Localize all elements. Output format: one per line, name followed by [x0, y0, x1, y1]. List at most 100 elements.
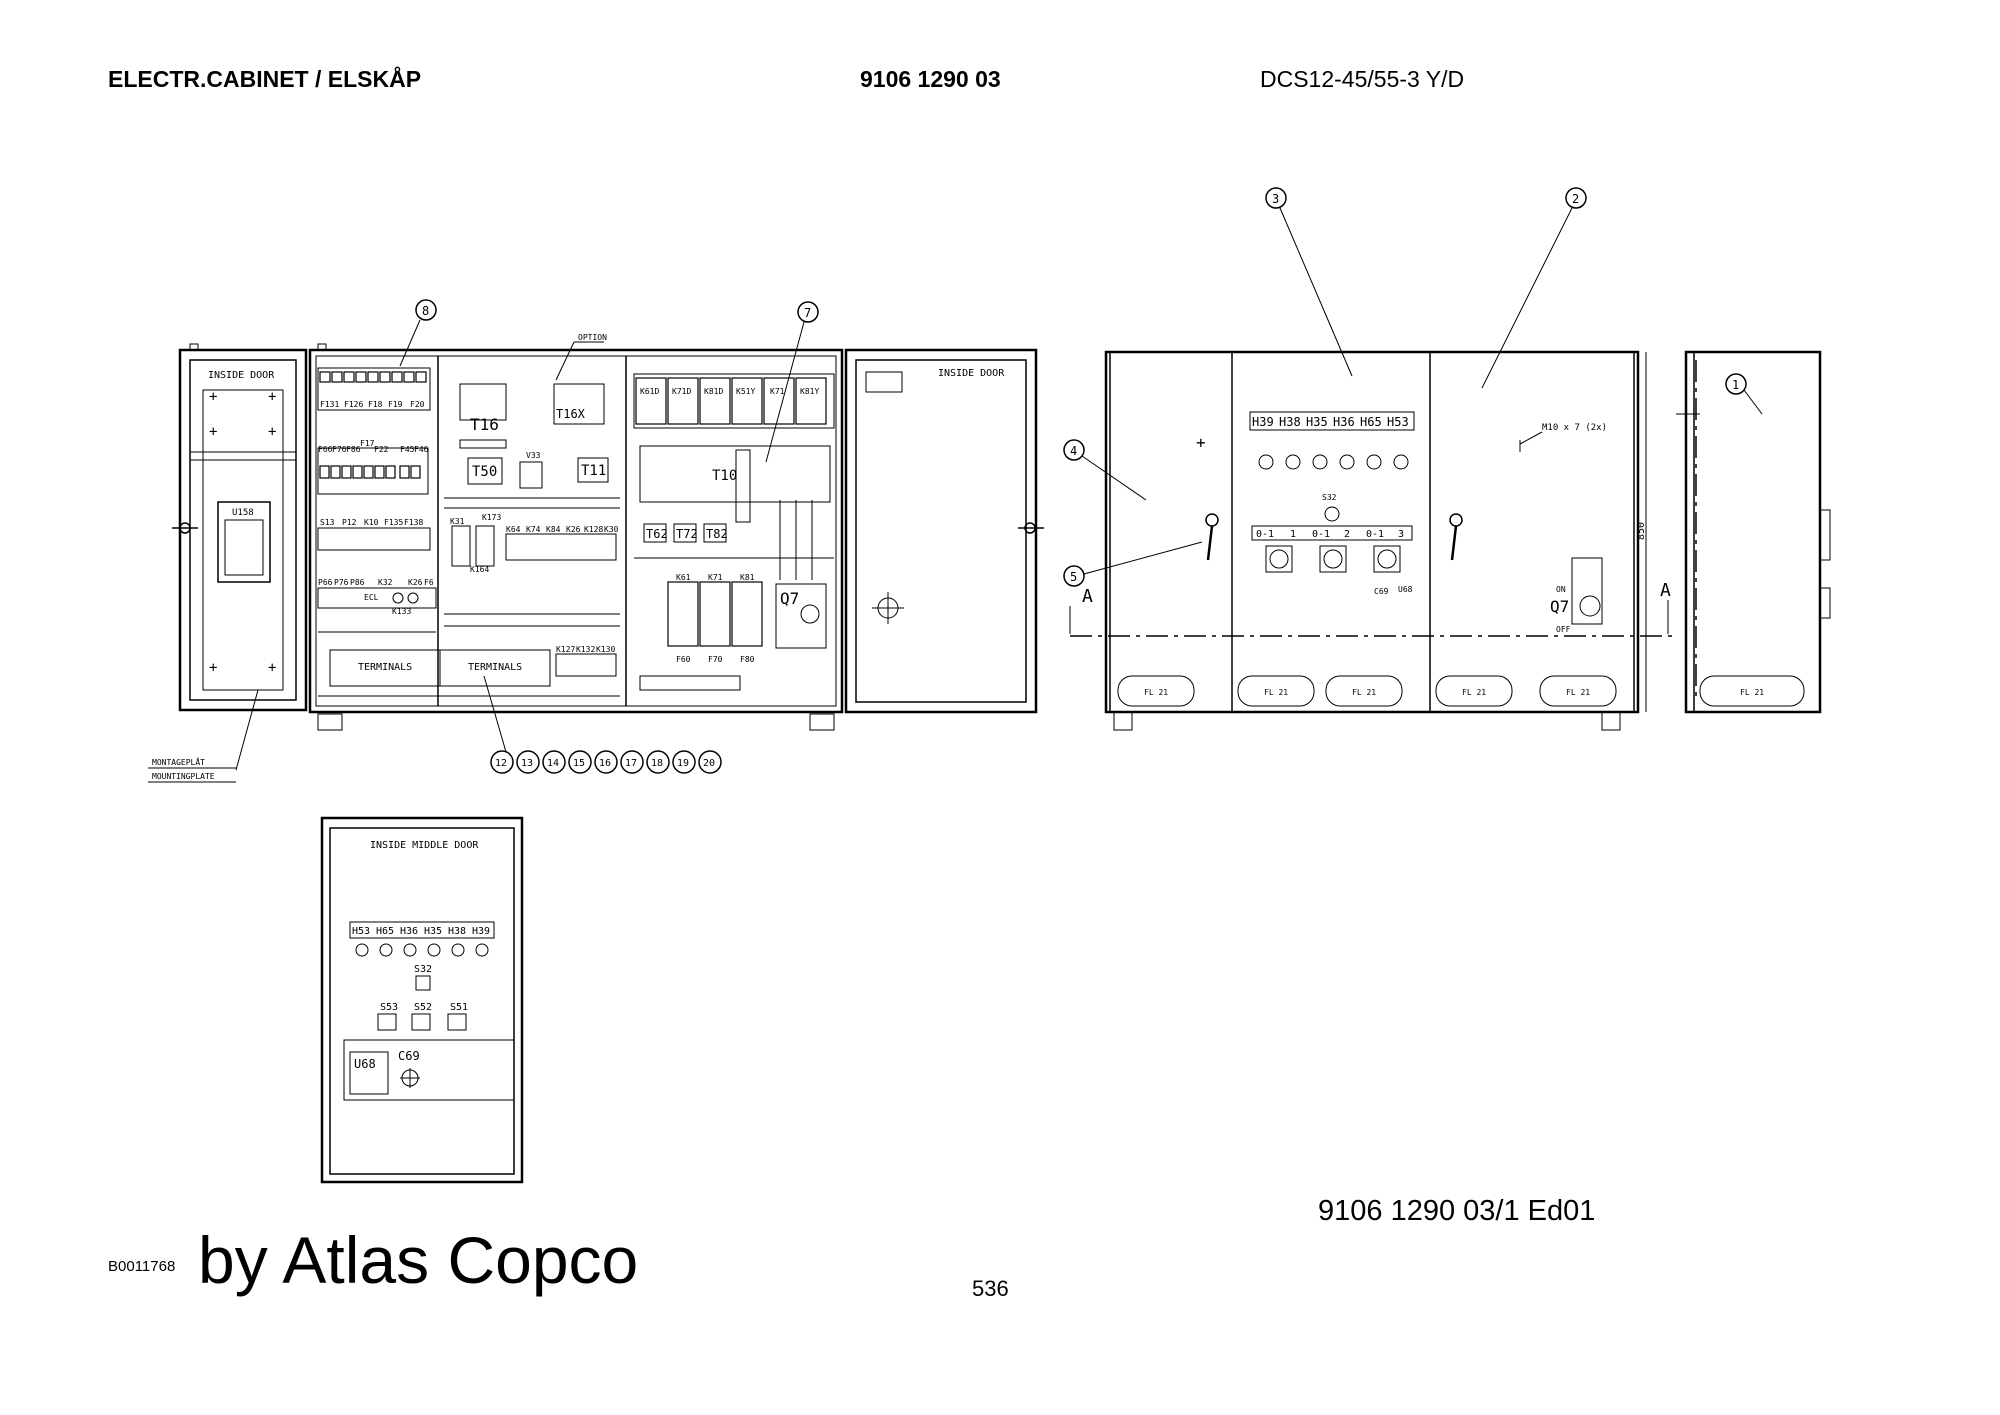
- fl21-3: FL 21: [1352, 688, 1376, 697]
- brand-text: by Atlas Copco: [198, 1223, 639, 1297]
- terminals-label-1: TERMINALS: [358, 662, 412, 673]
- option-label: OPTION: [578, 333, 607, 342]
- mid-u68: U68: [354, 1057, 376, 1071]
- mid-button-2: S51: [450, 1002, 468, 1013]
- label-t82: T82: [706, 527, 728, 541]
- callout-13: 13: [521, 758, 533, 769]
- row4-0: P66: [318, 578, 333, 587]
- row3-3: F135: [384, 518, 403, 527]
- mid-button-1: S52: [414, 1002, 432, 1013]
- row3-0: S13: [320, 518, 335, 527]
- sheet-number: 9106 1290 03/1 Ed01: [1318, 1195, 1596, 1227]
- mid-lamp-1: H65: [376, 926, 394, 937]
- row4-1: P76: [334, 578, 349, 587]
- callout-1: 1: [1732, 378, 1739, 392]
- inside-middle-door-label: INSIDE MIDDLE DOOR: [370, 840, 479, 851]
- bolt-spec: M10 x 7 (2x): [1542, 423, 1607, 433]
- fuse-r2-0: F66: [318, 445, 333, 454]
- relay-small-2: K130: [596, 645, 615, 654]
- fuse-top-0: F131: [320, 400, 339, 409]
- label-u158: U158: [232, 508, 254, 518]
- relay-4: K128: [584, 525, 603, 534]
- front-view: A A 850 H39 H38 H35 H36 H65 H53 S32 0-1 …: [1069, 350, 1676, 731]
- switch-n-2: 2: [1344, 529, 1350, 540]
- fuse-top-2: F18: [368, 400, 383, 409]
- cont-mid-1: K71: [708, 573, 723, 582]
- fuse-r2-4: F22: [374, 445, 389, 454]
- front-u68: U68: [1398, 585, 1413, 594]
- model-designation: DCS12-45/55-3 Y/D: [1260, 66, 1465, 92]
- right-inside-door: INSIDE DOOR: [844, 348, 1044, 714]
- drawing-code: B0011768: [108, 1258, 176, 1275]
- row4-4: K26: [408, 578, 423, 587]
- label-k173: K173: [482, 513, 501, 522]
- cont-mid-2: K81: [740, 573, 755, 582]
- front-lamp-1: H38: [1279, 415, 1301, 429]
- label-t11: T11: [581, 463, 606, 479]
- switch-on: ON: [1556, 585, 1566, 594]
- mid-lamp-4: H38: [448, 926, 466, 937]
- front-lamp-4: H65: [1360, 415, 1382, 429]
- relay-small-1: K132: [576, 645, 595, 654]
- row4-2: P86: [350, 578, 365, 587]
- inside-middle-door: INSIDE MIDDLE DOOR H53 H65 H36 H35 H38 H…: [320, 816, 524, 1184]
- fuse-r2-1: F76: [332, 445, 347, 454]
- mounting-plate: F131 F126 F18 F19 F20 F66 F76 F86 F17 F2…: [308, 333, 844, 731]
- label-t10: T10: [712, 468, 737, 484]
- fl21-1: FL 21: [1144, 688, 1168, 697]
- fl21-4: FL 21: [1462, 688, 1486, 697]
- callout-15: 15: [573, 758, 585, 769]
- fuse-mid-2: F80: [740, 655, 755, 664]
- side-view: FL 21: [1676, 350, 1831, 714]
- fuse-top-4: F20: [410, 400, 425, 409]
- relay-0: K64: [506, 525, 521, 534]
- relay-1: K74: [526, 525, 541, 534]
- cont-top-5: K81Y: [800, 387, 819, 396]
- part-number: 9106 1290 03: [860, 66, 1001, 92]
- callout-18: 18: [651, 758, 663, 769]
- cont-top-4: K71: [770, 387, 785, 396]
- callout-3: 3: [1272, 192, 1279, 206]
- label-ecl: ECL: [364, 593, 379, 602]
- front-s32: S32: [1322, 493, 1337, 502]
- switch-pos-2: 0-1: [1312, 529, 1330, 540]
- mountingplate-label: MOUNTINGPLATE: [152, 772, 215, 781]
- front-lamp-3: H36: [1333, 415, 1355, 429]
- mid-button-0: S53: [380, 1002, 398, 1013]
- callout-8: 8: [422, 304, 429, 318]
- callout-20: 20: [703, 758, 715, 769]
- relay-5: K30: [604, 525, 619, 534]
- label-t62: T62: [646, 527, 668, 541]
- callout-14: 14: [547, 758, 559, 769]
- front-q7: Q7: [1550, 597, 1569, 616]
- drawing-title: ELECTR.CABINET / ELSKÅP: [108, 66, 422, 92]
- label-v33: V33: [526, 451, 541, 460]
- front-lamp-5: H53: [1387, 415, 1409, 429]
- svg-text:+: +: [209, 424, 217, 440]
- label-t72: T72: [676, 527, 698, 541]
- page-number: 536: [972, 1276, 1009, 1301]
- fuse-r2-2: F86: [346, 445, 361, 454]
- cont-top-2: K81D: [704, 387, 723, 396]
- front-lamp-0: H39: [1252, 415, 1274, 429]
- inside-door-label: INSIDE DOOR: [208, 370, 275, 381]
- front-lamp-2: H35: [1306, 415, 1328, 429]
- label-t16x: T16X: [556, 407, 586, 421]
- fuse-r2-3: F17: [360, 439, 375, 448]
- fl21-side: FL 21: [1740, 688, 1764, 697]
- fl21-2: FL 21: [1264, 688, 1288, 697]
- cont-top-3: K51Y: [736, 387, 755, 396]
- inside-door-label-right: INSIDE DOOR: [938, 368, 1005, 379]
- mid-lamp-5: H39: [472, 926, 490, 937]
- switch-n-3: 3: [1398, 529, 1404, 540]
- switch-pos-1: 0-1: [1256, 529, 1274, 540]
- row3-4: F138: [404, 518, 423, 527]
- montageplat-label: MONTAGEPLÅT: [152, 756, 205, 767]
- callout-4: 4: [1070, 444, 1077, 458]
- callout-5: 5: [1070, 570, 1077, 584]
- callout-19: 19: [677, 758, 689, 769]
- svg-text:+: +: [209, 389, 217, 405]
- svg-text:+: +: [268, 424, 276, 440]
- row4-5: F6: [424, 578, 434, 587]
- mid-s32: S32: [414, 964, 432, 975]
